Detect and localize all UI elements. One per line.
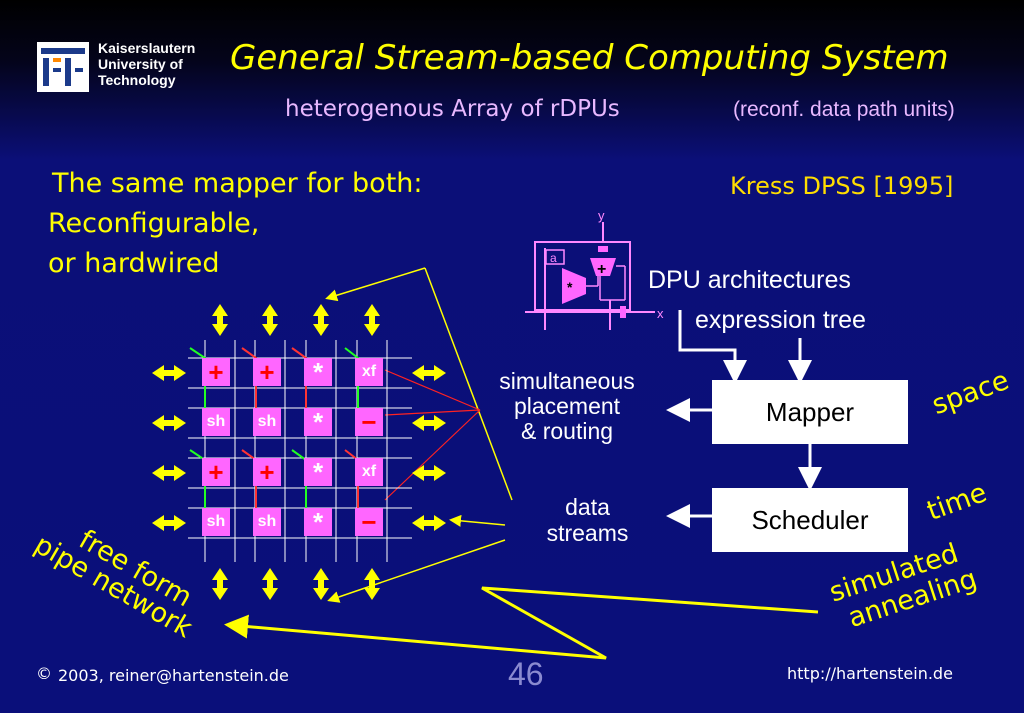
slide-subtitle: heterogenous Array of rDPUs bbox=[285, 96, 620, 122]
footer-url[interactable]: http://hartenstein.de bbox=[787, 664, 953, 683]
rdpu-cell: + bbox=[202, 458, 230, 486]
logo-icon bbox=[41, 48, 85, 86]
dpu-diagram: y x a * + bbox=[525, 208, 664, 330]
scheduler-box: Scheduler bbox=[712, 488, 908, 552]
org-line-3: Technology bbox=[98, 72, 176, 88]
university-logo bbox=[37, 42, 89, 92]
rdpu-cell: sh bbox=[202, 508, 230, 536]
dpu-mul-op: * bbox=[567, 279, 573, 295]
expression-tree-label: expression tree bbox=[695, 306, 866, 334]
rdpu-cell: xf bbox=[355, 358, 383, 386]
rdpu-cell: − bbox=[355, 508, 383, 536]
dpu-x-label: x bbox=[657, 306, 664, 321]
rdpu-cell: xf bbox=[355, 458, 383, 486]
rdpu-cell: * bbox=[304, 408, 332, 436]
reconfigurable-label: Reconfigurable, bbox=[48, 208, 260, 239]
slide-subtitle-paren: (reconf. data path units) bbox=[733, 98, 955, 121]
placement-line-2: placement bbox=[513, 393, 621, 419]
hardwired-label: or hardwired bbox=[48, 248, 220, 279]
citation: Kress DPSS [1995] bbox=[730, 172, 954, 200]
rdpu-cell: * bbox=[304, 358, 332, 386]
placement-line-1: simultaneous bbox=[499, 368, 635, 394]
rdpu-cell: + bbox=[253, 358, 281, 386]
slide-title: General Stream-based Computing System bbox=[230, 38, 949, 78]
array-grid-svg bbox=[152, 304, 446, 600]
rdpu-cell: + bbox=[253, 458, 281, 486]
org-line-2: University of bbox=[98, 56, 183, 72]
data-streams-label: data streams bbox=[525, 494, 650, 546]
data-streams-line-1: data bbox=[565, 494, 610, 520]
rdpu-array bbox=[150, 300, 450, 600]
copyright-text: 2003, reiner@hartenstein.de bbox=[58, 666, 289, 685]
mapper-statement: The same mapper for both: bbox=[52, 168, 423, 199]
dpu-plus-op: + bbox=[597, 261, 606, 278]
rdpu-cell: * bbox=[304, 508, 332, 536]
university-name: Kaiserslautern University of Technology bbox=[98, 40, 195, 88]
rdpu-cell: sh bbox=[253, 508, 281, 536]
placement-line-3: & routing bbox=[520, 418, 614, 444]
dpu-a-label: a bbox=[550, 251, 557, 265]
dpu-architectures-label: DPU architectures bbox=[648, 266, 851, 294]
placement-routing-label: simultaneous placement & routing bbox=[472, 369, 662, 444]
rdpu-cell: − bbox=[355, 408, 383, 436]
rdpu-cell: * bbox=[304, 458, 332, 486]
mapper-box: Mapper bbox=[712, 380, 908, 444]
page-number: 46 bbox=[508, 656, 544, 692]
dpu-y-label: y bbox=[598, 208, 605, 223]
org-line-1: Kaiserslautern bbox=[98, 40, 196, 56]
data-streams-line-2: streams bbox=[546, 520, 629, 546]
rdpu-cell: sh bbox=[202, 408, 230, 436]
rdpu-cell: + bbox=[202, 358, 230, 386]
copyright-symbol: © bbox=[36, 664, 52, 683]
rdpu-cell: sh bbox=[253, 408, 281, 436]
